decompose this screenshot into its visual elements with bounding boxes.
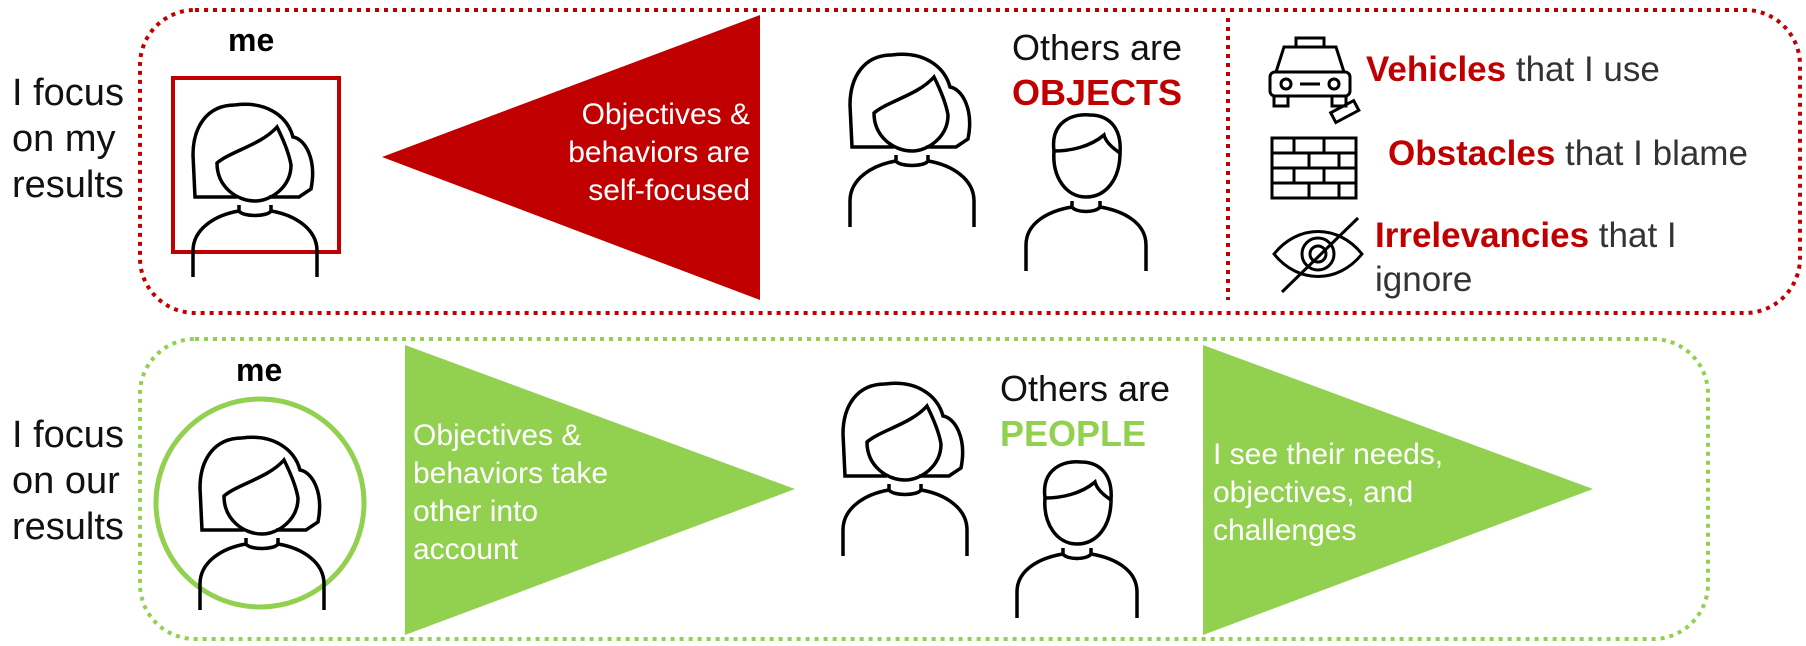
others-focus-text-line: Objectives & [413, 419, 582, 452]
others-focus-text: Objectives & behaviors take other into a… [413, 417, 653, 569]
me-label-bottom: me [236, 352, 283, 388]
irrelevancies-label: Irrelevancies [1375, 216, 1590, 255]
self-focus-text-line: behaviors are [568, 136, 750, 169]
others-focus-text-line: account [413, 533, 519, 566]
brick-wall-icon [1270, 98, 1361, 200]
list-item-irrelevancies: Irrelevancies that I ignore [1375, 214, 1677, 302]
others-focus-text-line: other into [413, 495, 539, 528]
bottom-side-label-line: I focus [12, 414, 124, 456]
others-man-icon-bottom [1015, 459, 1139, 620]
needs-text-line: objectives, and [1213, 476, 1414, 509]
top-side-label-line: results [12, 164, 124, 206]
bottom-side-label-line: results [12, 506, 124, 548]
needs-triangle [1203, 345, 1593, 635]
others-woman-icon-top [848, 52, 976, 229]
vehicles-label: Vehicles [1366, 50, 1507, 89]
list-item-vehicles: Vehicles that I use [1366, 50, 1660, 90]
needs-text: I see their needs, objectives, and chall… [1213, 436, 1493, 550]
obstacles-label: Obstacles [1388, 134, 1556, 173]
people-label: PEOPLE [1000, 413, 1147, 454]
irrelevancies-rest2: ignore [1375, 260, 1473, 299]
self-focus-text: Objectives & behaviors are self-focused [520, 96, 750, 210]
me-label-top: me [228, 22, 275, 58]
needs-text-line: I see their needs, [1213, 438, 1444, 471]
self-focus-text-line: Objectives & [581, 98, 750, 131]
others-man-icon-top [1024, 112, 1148, 273]
top-side-label-line: on my [12, 118, 116, 160]
others-woman-icon-bottom [841, 381, 969, 558]
list-item-obstacles: Obstacles that I blame [1388, 134, 1748, 174]
vehicles-rest: that I use [1515, 50, 1660, 89]
bottom-panel-border [138, 337, 1710, 641]
top-panel-border [138, 8, 1802, 315]
others-are-label-bottom: Others are [1000, 368, 1171, 409]
needs-text-line: challenges [1213, 514, 1357, 547]
top-side-label: I focus on my results [12, 70, 124, 208]
self-focus-triangle [382, 15, 760, 300]
self-focus-text-line: self-focused [588, 174, 750, 207]
car-icon [1268, 36, 1352, 108]
obstacles-rest: that I blame [1565, 134, 1748, 173]
others-focus-triangle [405, 345, 795, 635]
me-woman-icon-bottom [198, 435, 326, 612]
me-box-frame [171, 76, 341, 254]
eye-slash-icon [1272, 216, 1364, 294]
bottom-side-label-line: on our [12, 460, 120, 502]
bottom-side-label: I focus on our results [12, 412, 124, 550]
irrelevancies-rest: that I [1598, 216, 1677, 255]
objects-label: OBJECTS [1012, 72, 1183, 113]
irrelevancies-line: Irrelevancies that I [1375, 214, 1677, 258]
others-focus-text-line: behaviors take [413, 457, 609, 490]
others-are-label-top: Others are [1012, 27, 1183, 68]
top-side-label-line: I focus [12, 72, 124, 114]
me-circle-frame [153, 396, 367, 610]
